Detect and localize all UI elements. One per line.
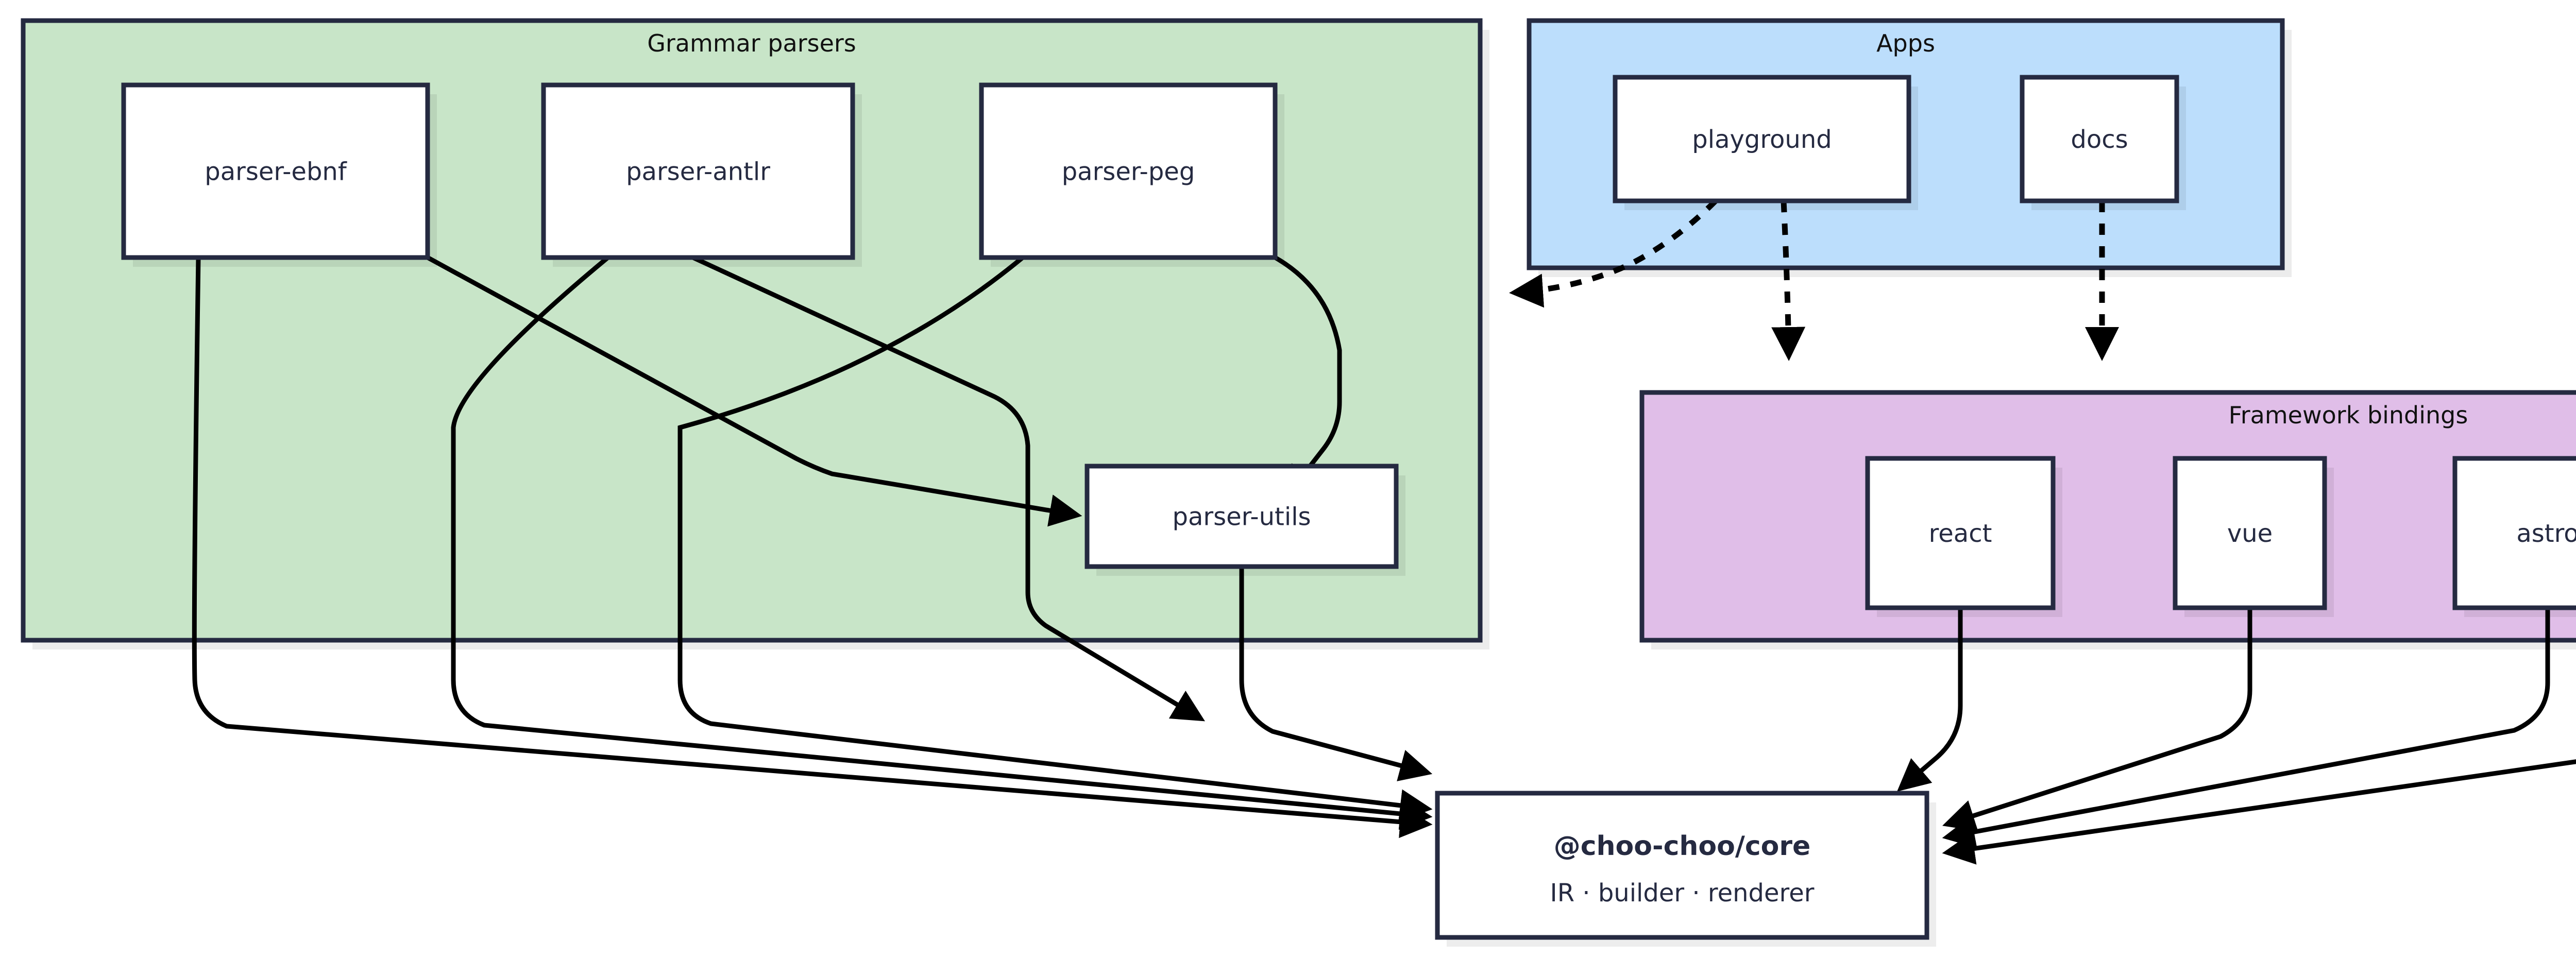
node-label-playground: playground — [1692, 125, 1832, 154]
edge-layer — [192, 199, 2576, 865]
node-box — [1084, 464, 1399, 569]
node-playground[interactable]: playground — [1613, 75, 1918, 210]
node-box — [1613, 75, 1911, 203]
node-box — [2452, 456, 2576, 610]
edge-react-to-core — [1897, 608, 1963, 792]
edge-parser-ebnf-to-parser-utils — [426, 255, 1082, 527]
node-parser-ebnf[interactable]: parser-ebnf — [121, 82, 437, 267]
node-parser-antlr[interactable]: parser-antlr — [541, 82, 862, 267]
core-node-subtitle: IR · builder · renderer — [1550, 879, 1815, 908]
node-label-parser-peg: parser-peg — [1062, 158, 1195, 186]
edge-vue-to-core — [1942, 608, 2252, 831]
node-box — [2020, 75, 2179, 203]
node-docs[interactable]: docs — [2020, 75, 2186, 210]
node-parser-utils[interactable]: parser-utils — [1084, 464, 1405, 576]
node-box — [2173, 456, 2327, 610]
edge-parser-utils-to-core — [1239, 567, 1433, 781]
node-vue[interactable]: vue — [2173, 456, 2334, 617]
node-box — [1865, 456, 2056, 610]
node-parser-peg[interactable]: parser-peg — [979, 82, 1284, 267]
edge-parser-antlr-to-core — [451, 255, 1433, 830]
node-box — [979, 82, 1278, 260]
node-box — [1435, 791, 1929, 940]
edge-parser-peg-to-core — [677, 255, 1433, 822]
node-label-parser-antlr: parser-antlr — [626, 158, 770, 186]
cluster-title-apps: Apps — [1876, 29, 1935, 57]
cluster-body-framework — [1639, 390, 2576, 643]
edge-playground-to-framework-bindings — [1771, 200, 1806, 361]
edge-playground-to-grammar-parsers — [1509, 199, 1718, 308]
node-box — [121, 82, 430, 260]
cluster-framework-bindings[interactable]: Framework bindings — [1639, 390, 2576, 649]
cluster-title-grammar-parsers: Grammar parsers — [647, 29, 856, 57]
node-label-docs: docs — [2071, 125, 2128, 154]
node-choo-choo-core[interactable]: @choo-choo/core IR · builder · renderer — [1435, 791, 1936, 947]
edge-parser-peg-to-parser-utils — [1274, 255, 1342, 499]
edge-parser-antlr-to-parser-utils — [692, 255, 1206, 722]
node-label-parser-utils: parser-utils — [1172, 503, 1311, 532]
node-label-vue: vue — [2227, 519, 2273, 548]
node-label-react: react — [1929, 519, 1992, 548]
node-label-parser-ebnf: parser-ebnf — [205, 158, 347, 186]
cluster-title-framework-bindings: Framework bindings — [2229, 401, 2468, 429]
edge-astro-to-core — [1942, 608, 2550, 848]
node-react[interactable]: react — [1865, 456, 2062, 617]
node-label-astro: astro — [2516, 519, 2576, 548]
node-box — [541, 82, 855, 260]
edge-parser-ebnf-to-core — [192, 257, 1433, 839]
core-node-title: @choo-choo/core — [1554, 831, 1811, 862]
node-astro[interactable]: astro — [2452, 456, 2576, 617]
